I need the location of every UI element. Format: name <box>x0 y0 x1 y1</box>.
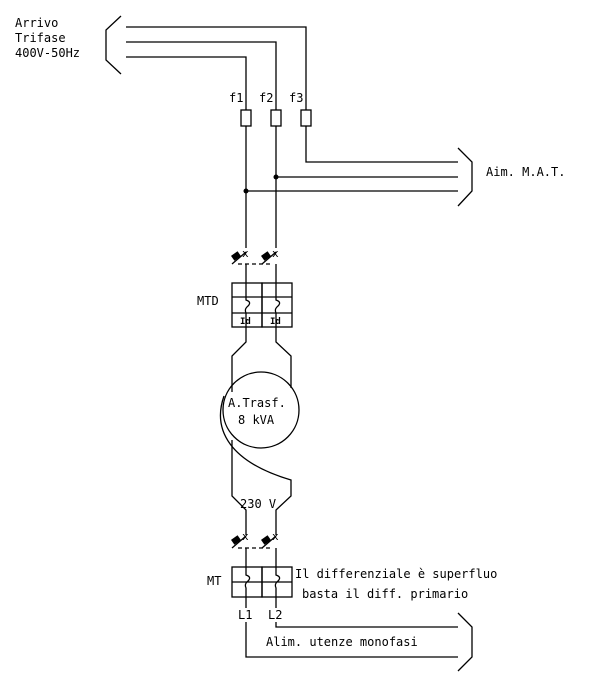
mtd-handle-2 <box>261 251 271 261</box>
out-line-2 <box>275 622 458 628</box>
mtd-dividers <box>232 296 292 314</box>
mtd-pole-2 <box>261 282 293 328</box>
mtd-trip-coil-1 <box>244 283 251 327</box>
mtd-blade-1 <box>231 251 247 265</box>
mtd-contact-x2: x <box>272 247 279 260</box>
fuse-label-f2: f2 <box>259 91 273 105</box>
supply-label-line2: Trifase <box>15 31 66 45</box>
fuse-label-f3: f3 <box>289 91 303 105</box>
mtd-handle-1 <box>231 251 241 261</box>
mat-output-label: Aim. M.A.T. <box>486 165 565 179</box>
mt-handle-2 <box>261 535 271 545</box>
transformer-label: A.Trasf. <box>228 396 286 410</box>
supply-label: Arrivo Trifase 400V-50Hz <box>15 16 80 60</box>
mt-trip-coil-2 <box>274 567 281 597</box>
incoming-bracket <box>105 15 122 75</box>
phase-line-1 <box>126 56 247 110</box>
mtd-contact-x1: x <box>242 247 249 260</box>
mtd-diff-symbol-1: Id <box>240 317 251 327</box>
note-line1: Il differenziale è superfluo <box>295 567 497 581</box>
fuse-label-f1: f1 <box>229 91 243 105</box>
mat-output-bracket <box>457 147 473 207</box>
mt-switch: x x <box>231 530 279 567</box>
mt-breaker: MT <box>207 566 293 598</box>
secondary-lead-1 <box>231 440 247 535</box>
utenze-output-bracket <box>457 612 473 672</box>
secondary-lead-2 <box>219 395 292 535</box>
fuse-f3 <box>300 109 312 127</box>
terminal-l1: L1 <box>238 608 252 622</box>
mt-trip-coil-1 <box>244 567 251 597</box>
junction-dot-1 <box>243 188 249 194</box>
fuse-f1 <box>240 109 252 127</box>
mt-blade-2 <box>261 535 277 549</box>
junction-dot-2 <box>273 174 279 180</box>
secondary-voltage-label: 230 V <box>240 497 276 511</box>
utenze-output-label: Alim. utenze monofasi <box>266 635 418 649</box>
mat-feed-line-3 <box>305 126 458 163</box>
supply-label-line3: 400V-50Hz <box>15 46 80 60</box>
transformer-circle <box>222 371 300 449</box>
terminal-l2: L2 <box>268 608 282 622</box>
mat-feed-line-2 <box>275 126 458 178</box>
supply-label-line1: Arrivo <box>15 16 58 30</box>
mt-handle-1 <box>231 535 241 545</box>
phase-line-2 <box>126 41 277 110</box>
primary-lead-1 <box>231 327 247 392</box>
mtd-breaker: MTD Id Id <box>197 282 293 328</box>
mt-label: MT <box>207 574 221 588</box>
phase-line-3 <box>126 26 307 110</box>
transformer: A.Trasf. 8 kVA <box>222 371 300 449</box>
fuse-f2 <box>270 109 282 127</box>
note-line2: basta il diff. primario <box>302 587 468 601</box>
mtd-diff-symbol-2: Id <box>270 317 281 327</box>
mt-blade-1 <box>231 535 247 549</box>
primary-lead-2 <box>275 327 292 388</box>
mtd-blade-2 <box>261 251 277 265</box>
mtd-trip-coil-2 <box>274 283 281 327</box>
transformer-rating: 8 kVA <box>238 413 275 427</box>
mtd-label: MTD <box>197 294 219 308</box>
out-line-1 <box>245 622 458 658</box>
mtd-switch: x x <box>231 247 279 283</box>
